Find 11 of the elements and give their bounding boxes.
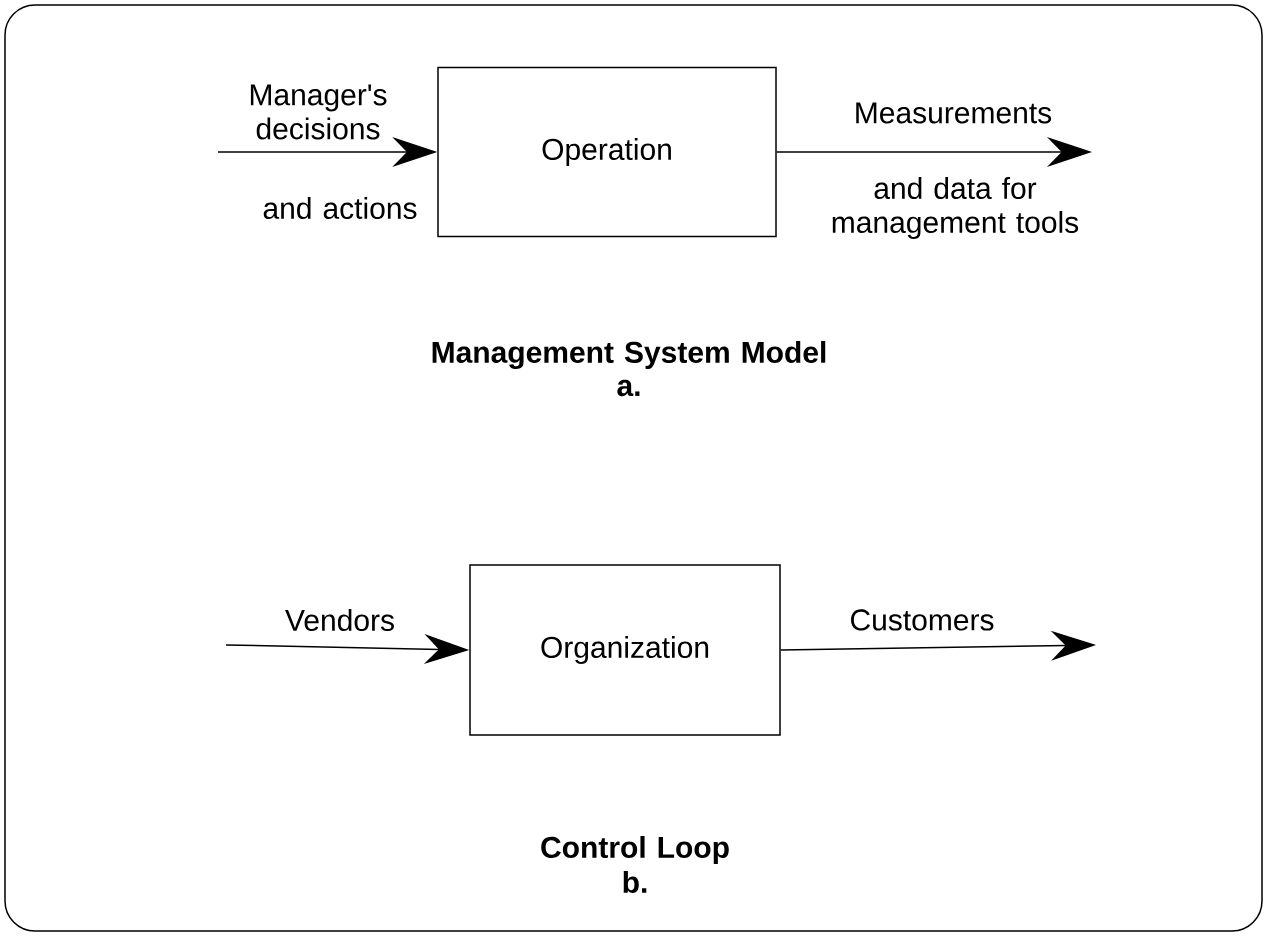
edge-label: Customers — [851, 609, 994, 631]
edge-label: Vendors — [285, 609, 394, 631]
caption-title: Control Loop — [541, 836, 729, 864]
edge-label: Manager's decisions — [250, 84, 387, 140]
caption-letter: a. — [617, 379, 640, 397]
edge-note: and data for management tools — [832, 177, 1079, 239]
caption-title: Management System Model — [432, 340, 826, 370]
process-box: Organization — [469, 564, 781, 736]
caption-letter: b. — [623, 871, 647, 893]
edge-label: Measurements — [856, 102, 1052, 124]
process-box: Operation — [437, 66, 777, 238]
